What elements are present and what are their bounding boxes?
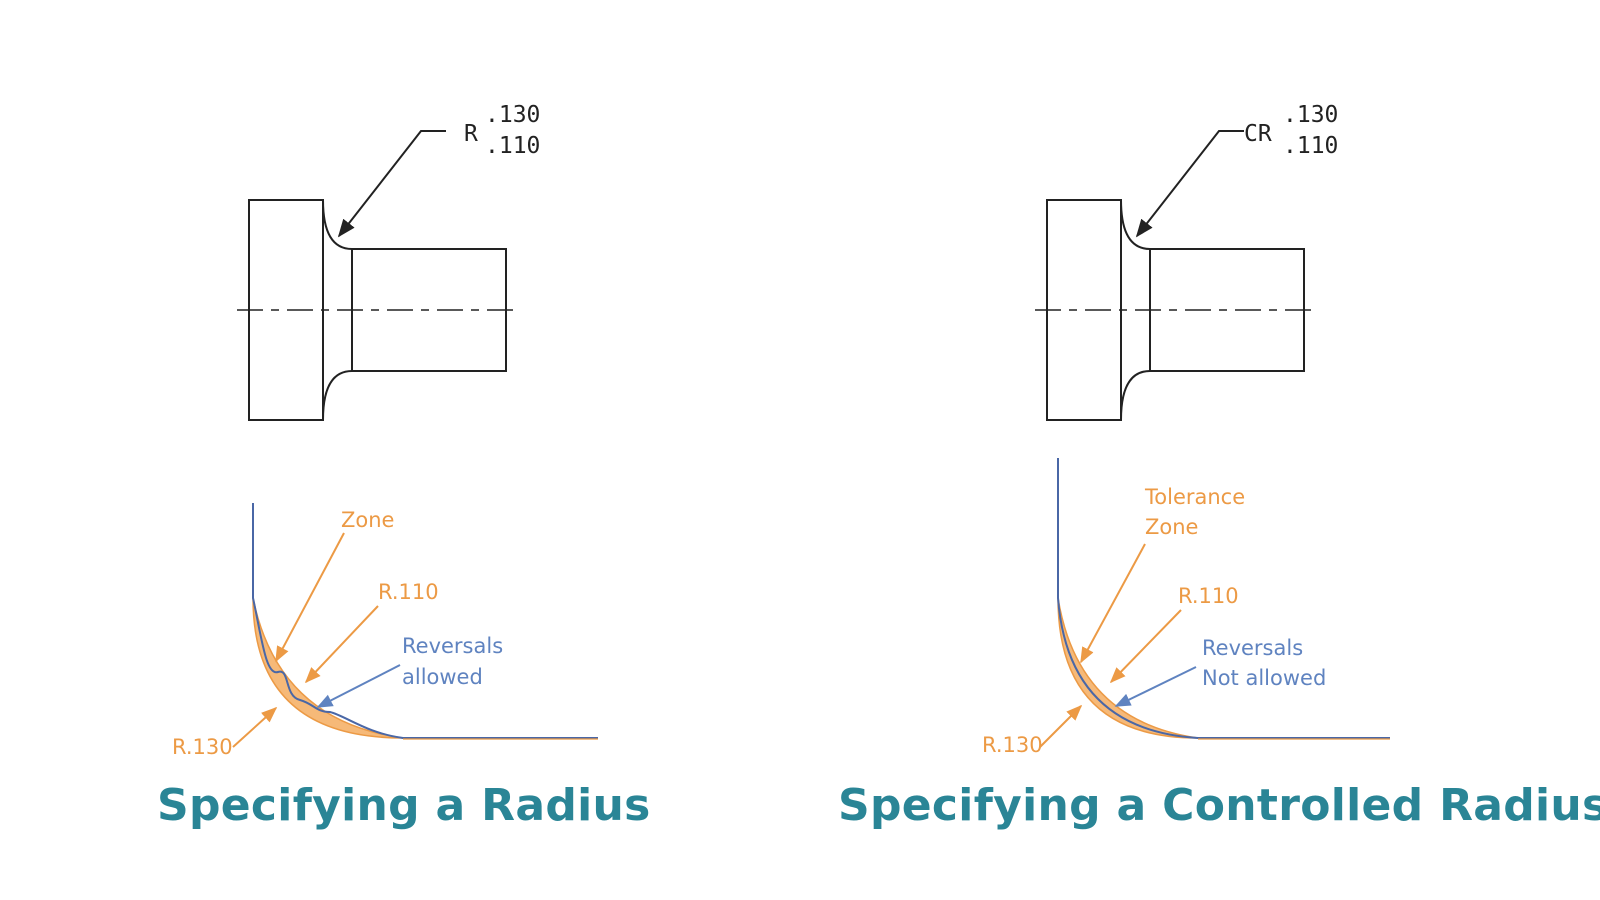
left-tolerance-zone <box>252 597 404 739</box>
callout-upper-limit: .130 <box>485 102 540 128</box>
left-outer-radius-label: R.130 <box>172 735 233 759</box>
right-actual-profile <box>1057 458 1390 739</box>
right-reversal-label-line1: Reversals <box>1202 636 1303 660</box>
left-fillet-bottom <box>322 370 353 421</box>
left-actual-profile <box>252 503 598 739</box>
right-zone-label-line1: Tolerance <box>1144 485 1245 509</box>
right-panel-caption: Specifying a Controlled Radius <box>838 780 1600 831</box>
left-reversal-arrow <box>316 664 401 708</box>
right-inner-radius-label: R.110 <box>1178 584 1239 608</box>
callout-prefix: R <box>464 121 478 147</box>
left-fillet-top <box>322 199 353 250</box>
right-zone-arrow <box>1080 543 1146 664</box>
right-outer-radius-label: R.130 <box>982 733 1043 757</box>
right-part-drawing <box>1035 130 1318 421</box>
right-leader-arrow <box>1135 130 1244 238</box>
left-inner-radius-arrow <box>304 605 379 684</box>
left-outer-radius-arrow <box>232 706 278 748</box>
callout-prefix: CR <box>1244 121 1272 147</box>
right-zone-detail: Tolerance Zone R.110 R.130 Reversals Not… <box>982 458 1390 757</box>
left-reversal-label-line1: Reversals <box>402 634 503 658</box>
right-reversal-label-line2: Not allowed <box>1202 666 1326 690</box>
right-panel: CR .130 .110 Tolerance Zone R.110 R.130 … <box>982 102 1390 757</box>
callout-lower-limit: .110 <box>485 133 540 159</box>
right-outer-radius-arrow <box>1039 704 1083 748</box>
right-zone-label-line2: Zone <box>1145 515 1198 539</box>
left-zone-label: Zone <box>341 508 394 532</box>
callout-upper-limit: .130 <box>1283 102 1338 128</box>
left-inner-radius-label: R.110 <box>378 580 439 604</box>
left-reversal-label-line2: allowed <box>402 665 483 689</box>
right-fillet-top <box>1120 199 1151 250</box>
left-panel-caption: Specifying a Radius <box>157 780 651 831</box>
left-leader-arrow <box>337 130 446 238</box>
right-reversal-arrow <box>1114 666 1197 707</box>
left-part-drawing <box>237 130 520 421</box>
left-panel: R .130 .110 Zone R.110 R.130 Reversals a… <box>172 102 598 759</box>
left-zone-arrow <box>275 532 345 663</box>
right-inner-radius-arrow <box>1109 609 1182 684</box>
right-fillet-bottom <box>1120 370 1151 421</box>
callout-lower-limit: .110 <box>1283 133 1338 159</box>
left-zone-detail: Zone R.110 R.130 Reversals allowed <box>172 503 598 759</box>
right-callout: CR .130 .110 <box>1244 102 1338 159</box>
right-tolerance-zone <box>1057 597 1199 739</box>
left-callout: R .130 .110 <box>464 102 540 159</box>
